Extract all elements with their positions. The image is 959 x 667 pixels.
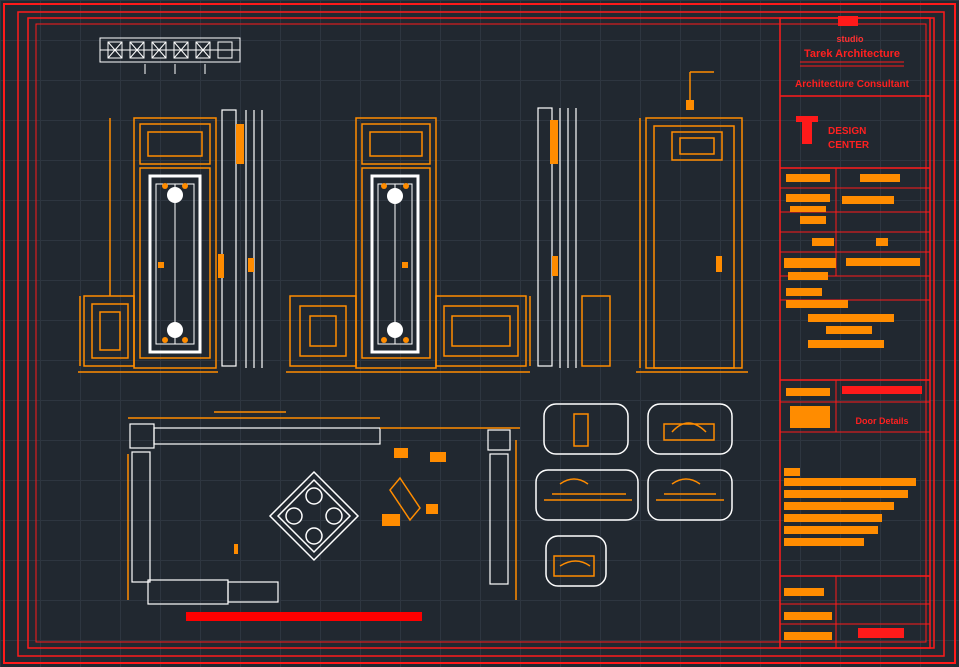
section-scale-bar — [186, 612, 422, 621]
door-elevation-left — [78, 109, 263, 373]
door-elevation-right — [636, 71, 748, 373]
sheet-title-text: Door Details — [855, 416, 908, 426]
door-elevation-center — [286, 107, 611, 373]
door-plan-section — [127, 411, 520, 621]
design-center-logo: DESIGN CENTER — [796, 116, 870, 151]
logo-line2-text: CENTER — [828, 140, 870, 151]
title-block: studio Tarek Architecture Architecture C… — [779, 16, 931, 649]
detail-bubbles — [535, 403, 733, 587]
logo-line1-text: DESIGN — [828, 126, 866, 137]
header-logo-mark — [838, 16, 858, 26]
detail-bubble-contents — [544, 413, 724, 577]
top-plan-strip — [99, 37, 241, 74]
section-key-diamond — [268, 470, 360, 562]
studio-name-text: Tarek Architecture — [804, 48, 900, 60]
subtitle-text: Architecture Consultant — [795, 79, 910, 90]
title-block-notes — [784, 174, 922, 640]
studio-line-text: studio — [837, 34, 864, 44]
sheet-border — [3, 3, 956, 664]
